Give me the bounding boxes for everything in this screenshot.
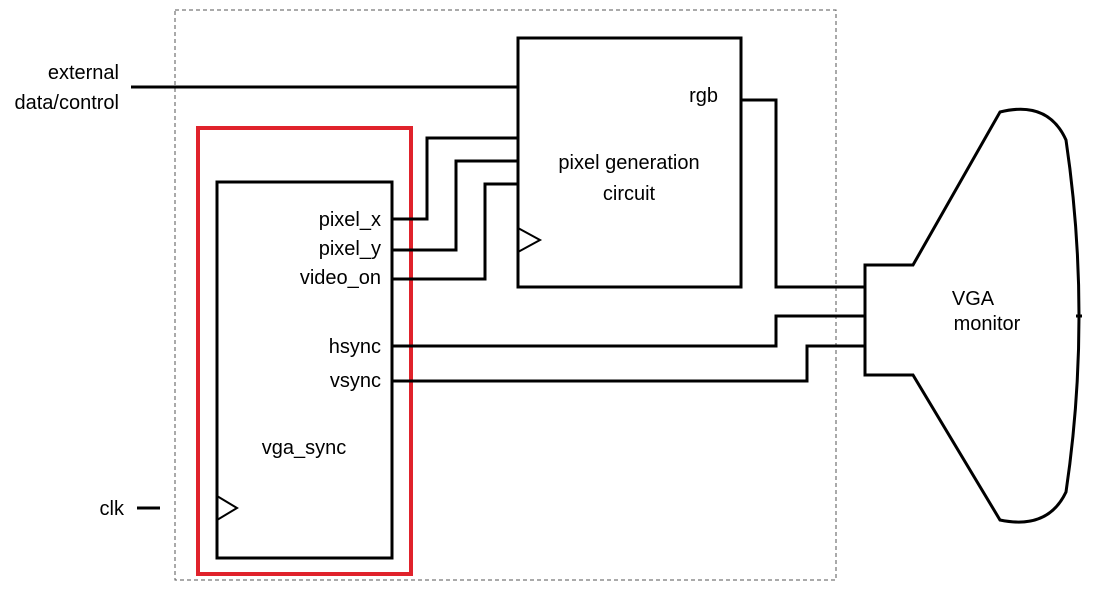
pixel-x-port-label: pixel_x — [319, 209, 381, 231]
rgb-port-label: rgb — [689, 85, 718, 107]
video-on-port-label: video_on — [300, 267, 381, 289]
vga-sync-clock-marker — [216, 495, 239, 521]
system-boundary — [174, 9, 837, 581]
rgb-wire — [741, 98, 865, 289]
pixel-y-wire — [392, 159, 518, 252]
pixel-generation-clock-marker — [517, 227, 543, 253]
vga-sync-title: vga_sync — [262, 437, 347, 459]
vga-label: VGA — [952, 288, 995, 310]
pixel-generation-label: pixel generation — [558, 152, 699, 174]
vga-sync-highlight-box — [196, 126, 413, 576]
pixel-y-port-label: pixel_y — [319, 238, 381, 260]
clk-label: clk — [100, 498, 125, 520]
hsync-wire — [392, 314, 865, 348]
data-control-label: data/control — [14, 92, 119, 114]
monitor-label: monitor — [954, 313, 1021, 335]
pixel-x-wire — [392, 136, 518, 221]
vsync-port-label: vsync — [330, 370, 381, 392]
video-on-wire — [392, 182, 518, 281]
circuit-label: circuit — [603, 183, 656, 205]
external-label: external — [48, 62, 119, 84]
vga-sync-block — [215, 180, 394, 560]
vga-monitor — [863, 107, 1081, 524]
vsync-wire — [392, 344, 865, 383]
hsync-port-label: hsync — [329, 336, 381, 358]
